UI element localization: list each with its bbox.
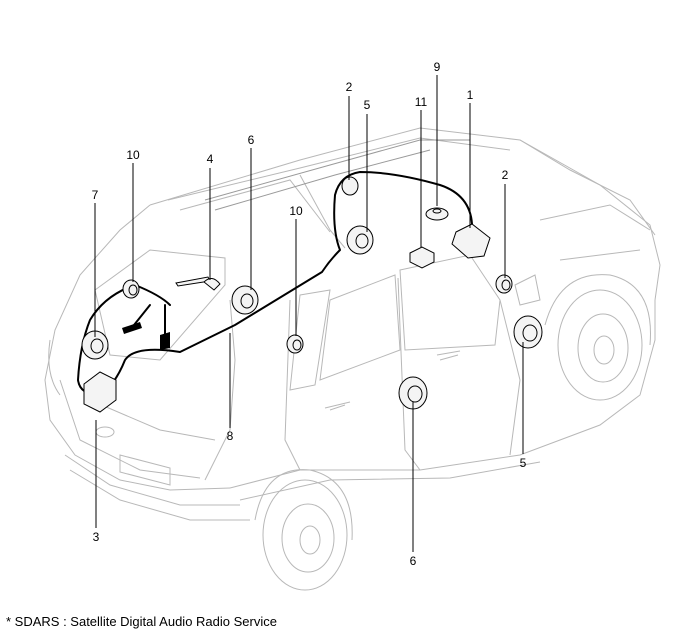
leader-lines <box>94 75 524 552</box>
callout-1: 1 <box>467 88 474 102</box>
connector-block-2 <box>160 332 170 350</box>
callout-2-right: 2 <box>502 168 509 182</box>
callout-10-mid: 10 <box>289 204 303 218</box>
callout-5-bottom: 5 <box>520 456 527 470</box>
component-9-sdars-antenna <box>425 207 449 221</box>
component-10-tweeter-rear <box>122 279 140 299</box>
callout-10-left: 10 <box>126 148 140 162</box>
callout-labels: 1 2 2 3 4 5 5 6 6 7 8 9 10 10 11 <box>92 60 527 568</box>
footnote-sdars: * SDARS : Satellite Digital Audio Radio … <box>6 614 277 629</box>
component-1-audio-unit <box>451 223 491 259</box>
callout-9: 9 <box>434 60 441 74</box>
callout-7: 7 <box>92 188 99 202</box>
component-5-speaker-front-door <box>513 315 543 349</box>
callout-4: 4 <box>207 152 214 166</box>
components <box>81 176 543 413</box>
callout-6-bottom: 6 <box>410 554 417 568</box>
vehicle-outline <box>44 127 661 591</box>
component-11-module <box>409 246 435 269</box>
component-3-amplifier <box>83 371 117 413</box>
connector-block-1 <box>122 322 142 334</box>
component-2-tweeter-top <box>341 176 359 196</box>
callout-8: 8 <box>227 429 234 443</box>
callout-5-top: 5 <box>364 98 371 112</box>
component-6-speaker-rear-door <box>398 376 428 410</box>
component-6-speaker-upper <box>231 285 259 315</box>
component-4-antenna <box>175 276 221 291</box>
callout-11: 11 <box>415 95 428 109</box>
callout-3: 3 <box>93 530 100 544</box>
component-2-tweeter-right <box>495 274 513 294</box>
component-10-tweeter-pillar <box>286 334 304 354</box>
callout-6-top: 6 <box>248 133 255 147</box>
callout-2-top: 2 <box>346 80 353 94</box>
component-5-speaker-top <box>346 225 374 255</box>
component-7-speaker-rear <box>81 330 109 360</box>
